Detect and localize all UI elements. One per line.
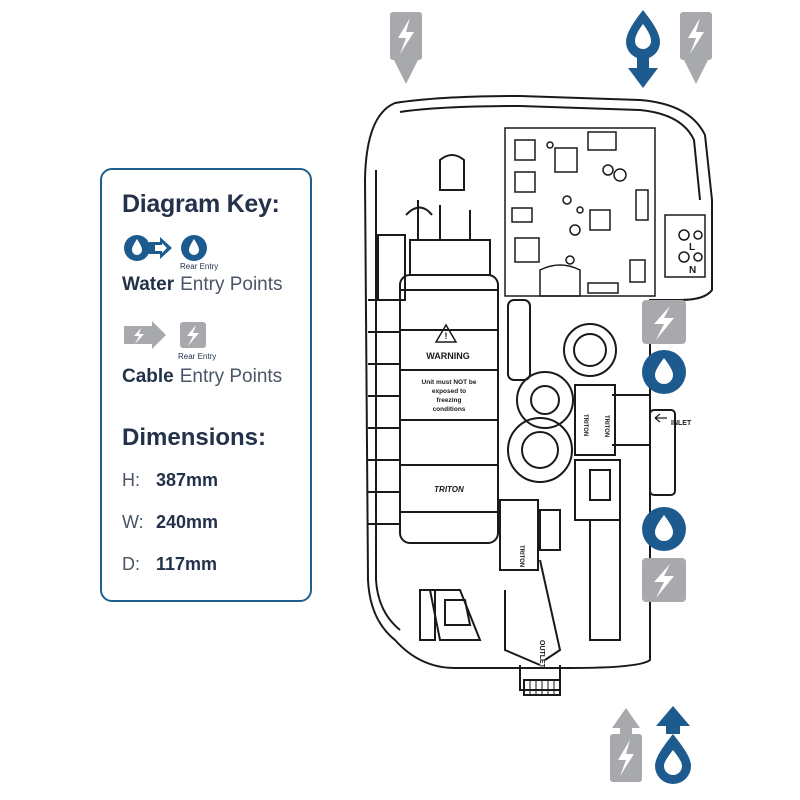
dimension-depth: D: 117mm: [122, 554, 217, 575]
dimension-height-label: H:: [122, 470, 140, 490]
water-rear-entry-upper-marker: [642, 350, 686, 394]
pcb-board: [504, 127, 656, 297]
warning-exclamation: !: [445, 331, 448, 341]
valve-assembly: [419, 299, 676, 691]
water-drop-arrow-icon: [124, 235, 207, 261]
terminal-block: [664, 214, 706, 278]
dimension-width-label: W:: [122, 512, 144, 532]
cable-key-icons: [122, 318, 212, 352]
dimension-depth-value: 117mm: [156, 554, 218, 574]
dimensions-title: Dimensions:: [122, 424, 267, 451]
water-entry-bottom-marker: [655, 706, 691, 784]
cable-entry-bottom-marker: [610, 708, 642, 782]
water-rear-entry-caption: Rear Entry: [180, 262, 219, 271]
dimension-height: H: 387mm: [122, 470, 218, 491]
dimension-depth-label: D:: [122, 554, 140, 574]
warning-triangle-icon: [434, 323, 458, 343]
warning-text-line-3: freezing: [437, 397, 462, 404]
cable-rear-entry-caption: Rear Entry: [178, 352, 217, 361]
brand-label-solenoid: TRITON: [582, 414, 588, 436]
cable-rear-entry-lower-marker: [642, 558, 686, 602]
water-rear-entry-lower-marker: [642, 507, 686, 551]
brand-label-heater: TRITON: [434, 485, 464, 494]
cable-entry-top-right-marker: [680, 12, 712, 84]
outlet-label: OUTLET: [538, 640, 545, 669]
terminal-n-label: N: [689, 265, 696, 276]
water-label-bold: Water: [122, 274, 175, 295]
dimension-width-value: 240mm: [156, 512, 219, 532]
warning-label: WARNING: [426, 351, 470, 361]
dimension-width: W: 240mm: [122, 512, 218, 533]
heater-can: [399, 154, 499, 544]
inlet-label: INLET: [671, 420, 692, 427]
warning-text-line-4: conditions: [433, 406, 466, 413]
water-label-light: Entry Points: [180, 274, 283, 295]
brand-label-lower: TRITON: [518, 545, 524, 567]
cable-rear-entry-upper-marker: [642, 300, 686, 344]
warning-text-line-1: Unit must NOT be: [422, 379, 477, 386]
dimension-height-value: 387mm: [156, 470, 219, 490]
brand-label-valve: TRITON: [603, 415, 609, 437]
water-entry-top-marker: [626, 10, 660, 88]
water-key-icons: [122, 230, 212, 264]
terminal-l-label: L: [689, 242, 695, 253]
outlet-connector-thread: [529, 680, 555, 695]
cable-label-light: Entry Points: [179, 366, 283, 387]
diagram-key-title: Diagram Key:: [122, 190, 280, 218]
inlet-arrow-icon: [654, 413, 667, 423]
cable-entry-top-left-marker: [390, 12, 422, 84]
lightning-arrow-icon: [124, 321, 206, 349]
unit-outline: [363, 94, 713, 669]
cable-label-bold: Cable: [122, 366, 174, 387]
warning-text-line-2: exposed to: [432, 388, 466, 395]
